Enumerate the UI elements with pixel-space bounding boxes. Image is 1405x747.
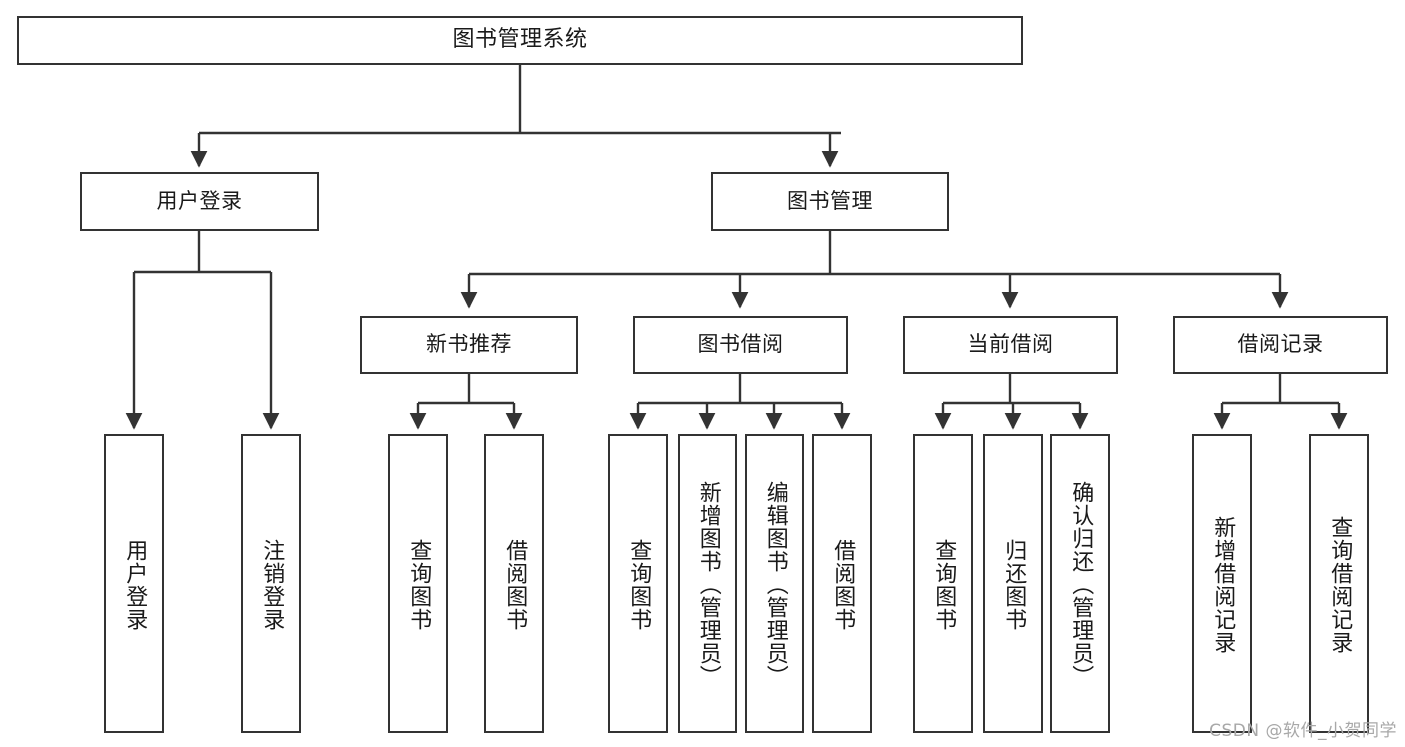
node-leaf-borrow-book-1[interactable]: 借阅图书 (484, 434, 544, 733)
node-leaf-add-book[interactable]: 新增图书（管理员） (678, 434, 737, 733)
node-leaf-return-book-label: 归还图书 (1001, 538, 1027, 631)
node-leaf-add-book-label: 新增图书（管理员） (695, 481, 721, 688)
node-leaf-logout[interactable]: 注销登录 (241, 434, 301, 733)
node-leaf-query-record[interactable]: 查询借阅记录 (1309, 434, 1369, 733)
node-leaf-edit-book[interactable]: 编辑图书（管理员） (745, 434, 804, 733)
node-book-borrow[interactable]: 图书借阅 (633, 316, 848, 374)
node-user-login[interactable]: 用户登录 (80, 172, 319, 231)
node-leaf-query-book-1[interactable]: 查询图书 (388, 434, 448, 733)
node-book-manage-label: 图书管理 (787, 188, 873, 213)
node-root[interactable]: 图书管理系统 (17, 16, 1023, 65)
node-leaf-query-book-1-label: 查询图书 (406, 538, 432, 631)
node-root-label: 图书管理系统 (452, 27, 588, 53)
node-leaf-confirm-return-label: 确认归还（管理员） (1068, 481, 1094, 688)
node-leaf-query-book-3-label: 查询图书 (931, 538, 957, 631)
watermark: CSDN @软件_小贺同学 (1209, 721, 1397, 741)
node-leaf-borrow-book-2[interactable]: 借阅图书 (812, 434, 872, 733)
node-leaf-add-record-label: 新增借阅记录 (1210, 515, 1236, 654)
node-leaf-query-record-label: 查询借阅记录 (1327, 515, 1353, 654)
node-new-book-rec-label: 新书推荐 (426, 332, 512, 357)
node-leaf-logout-label: 注销登录 (259, 538, 285, 631)
node-current-borrow[interactable]: 当前借阅 (903, 316, 1118, 374)
node-book-borrow-label: 图书借阅 (697, 332, 784, 357)
node-leaf-borrow-book-1-label: 借阅图书 (502, 538, 528, 631)
node-new-book-rec[interactable]: 新书推荐 (360, 316, 578, 374)
node-leaf-add-record[interactable]: 新增借阅记录 (1192, 434, 1252, 733)
node-leaf-user-login-label: 用户登录 (122, 538, 148, 631)
node-leaf-borrow-book-2-label: 借阅图书 (830, 538, 856, 631)
node-current-borrow-label: 当前借阅 (967, 332, 1054, 357)
node-borrow-record[interactable]: 借阅记录 (1173, 316, 1388, 374)
node-leaf-query-book-3[interactable]: 查询图书 (913, 434, 973, 733)
node-leaf-return-book[interactable]: 归还图书 (983, 434, 1043, 733)
node-user-login-label: 用户登录 (156, 188, 243, 213)
node-leaf-edit-book-label: 编辑图书（管理员） (762, 481, 788, 688)
node-leaf-query-book-2-label: 查询图书 (626, 538, 652, 631)
node-leaf-user-login[interactable]: 用户登录 (104, 434, 164, 733)
node-borrow-record-label: 借阅记录 (1237, 332, 1324, 357)
node-leaf-query-book-2[interactable]: 查询图书 (608, 434, 668, 733)
node-leaf-confirm-return[interactable]: 确认归还（管理员） (1050, 434, 1110, 733)
node-book-manage[interactable]: 图书管理 (711, 172, 949, 231)
